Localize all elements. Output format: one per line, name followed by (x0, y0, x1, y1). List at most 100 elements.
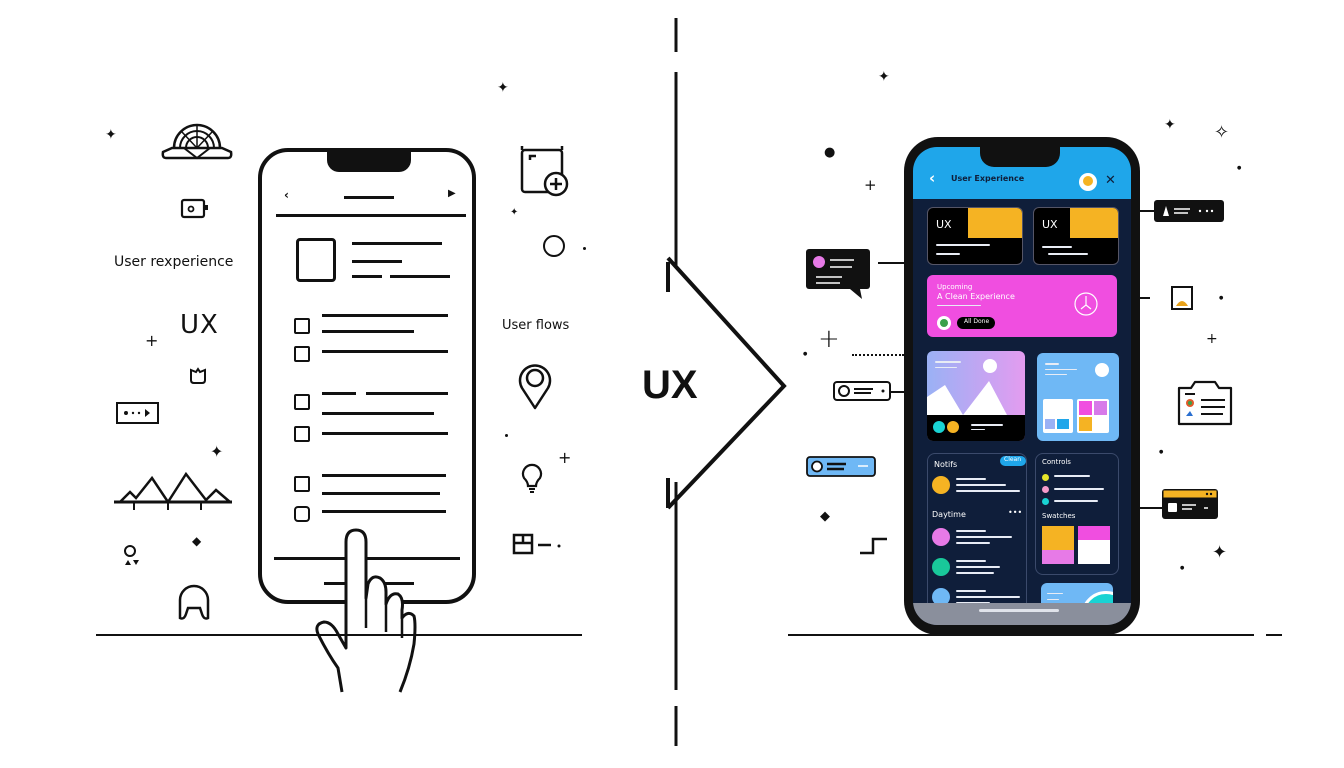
checkbox-checked[interactable] (294, 426, 310, 442)
calendar-add-icon (520, 146, 572, 198)
radar-dome-icon (160, 118, 234, 164)
section-badge[interactable]: Clean (1000, 456, 1026, 466)
location-pin-icon (518, 362, 552, 410)
sparkle-icon: ✦ (510, 207, 519, 218)
text-line (956, 572, 994, 574)
text-line (956, 566, 1000, 568)
tools-icon[interactable]: ✕ (1105, 173, 1116, 188)
text-line (322, 412, 434, 415)
section-title: Controls (1042, 458, 1071, 466)
gallery-card[interactable] (1037, 353, 1119, 441)
title-placeholder (344, 196, 394, 199)
card-label: UX (1042, 218, 1058, 231)
connector-line (891, 391, 905, 393)
banner-line1: Upcoming (937, 283, 973, 291)
text-line (322, 492, 440, 495)
controls-panel: Controls Swatches (1035, 453, 1119, 575)
promo-banner[interactable]: Upcoming A Clean Experience All Done (927, 275, 1117, 337)
list-avatar (932, 476, 950, 494)
badge (1095, 363, 1109, 377)
card-accent (1070, 208, 1118, 238)
checkbox-checked[interactable] (294, 394, 310, 410)
shield-icon (189, 367, 207, 385)
text-line (935, 361, 961, 363)
connector-line (1138, 507, 1162, 509)
text-line (956, 560, 986, 562)
text-line (956, 530, 986, 532)
pointing-hand-icon (314, 528, 418, 696)
sparkle-icon: + (558, 448, 572, 467)
sparkle-icon: ✦ (497, 80, 509, 96)
plus-icon: + (818, 324, 840, 354)
text-line (937, 305, 981, 306)
text-line (935, 367, 957, 368)
sparkle-icon: + (864, 176, 877, 194)
back-arrow-icon[interactable]: ‹ (284, 188, 289, 202)
text-line (956, 596, 1020, 598)
ground-line (788, 634, 1254, 636)
lightbulb-icon (521, 463, 543, 494)
checkbox-checked[interactable] (294, 476, 310, 492)
ground-line-segment (1266, 634, 1282, 636)
text-line (366, 392, 448, 395)
text-line (352, 275, 382, 278)
checkbox-unchecked[interactable] (294, 506, 310, 522)
list-avatar (932, 528, 950, 546)
card-accent (968, 208, 1022, 238)
blue-toggle-widget (806, 456, 878, 478)
home-indicator[interactable] (979, 609, 1059, 612)
phone-notch (327, 150, 411, 172)
image-placeholder (296, 238, 336, 282)
text-line (1045, 374, 1067, 375)
sparkle-icon: + (145, 331, 159, 350)
dot-icon: ● (1180, 565, 1185, 571)
text-line (1048, 253, 1088, 255)
dot-icon: ● (803, 351, 808, 357)
app-screen: ‹ User Experience ✕ UX UX Upcoming A Cle… (913, 147, 1131, 625)
header-title: User Experience (951, 174, 1025, 183)
forward-arrow-icon[interactable]: ▶ (448, 188, 456, 199)
back-chevron-icon[interactable]: ‹ (929, 169, 936, 187)
user-icon (122, 543, 144, 569)
banner-button[interactable]: All Done (957, 317, 995, 329)
text-line (322, 432, 448, 435)
ux-card-2[interactable]: UX (1033, 207, 1119, 265)
dot-icon: ● (1219, 295, 1224, 301)
sparkle-icon: ✦ (1212, 542, 1228, 563)
connector-line (878, 262, 904, 264)
ux-card-1[interactable]: UX (927, 207, 1023, 265)
text-line (936, 253, 960, 255)
card-label: UX (936, 218, 952, 231)
checkbox-checked[interactable] (294, 346, 310, 362)
text-line (936, 244, 990, 246)
notification-widget (1154, 200, 1226, 224)
phone-notch (980, 147, 1060, 167)
banner-line2: A Clean Experience (937, 292, 1015, 301)
notifications-list: Notifs Clean Daytime ••• (927, 453, 1027, 625)
sparkle-icon: ◆ (820, 509, 830, 524)
checkbox-checked[interactable] (294, 318, 310, 334)
dot-icon: ● (1159, 449, 1164, 455)
text-line (956, 478, 986, 480)
text-line (390, 275, 450, 278)
text-line (1045, 363, 1059, 365)
text-line (956, 484, 1006, 486)
sparkle-icon: ✦ (105, 127, 117, 143)
right-panel: ✦ ● + ✦ ✧ ● + ● + ● ● ◆ ✦ ● (700, 0, 1344, 768)
user-flows-label: User flows (502, 318, 570, 333)
sparkle-outline-icon: ✧ (1214, 122, 1230, 143)
text-line (956, 542, 990, 544)
sparkle-icon: ✦ (210, 442, 224, 461)
toggle-widget (833, 381, 891, 403)
image-frame-icon (1171, 286, 1193, 310)
home-bar (913, 603, 1131, 625)
dot-icon: ● (824, 145, 836, 160)
ux-label: UX (180, 310, 219, 340)
text-line (956, 536, 1012, 538)
avatar[interactable] (1079, 173, 1097, 191)
text-line (322, 510, 446, 513)
section-title: Notifs (934, 460, 958, 469)
media-card[interactable] (927, 351, 1025, 441)
text-line (322, 350, 448, 353)
dot (583, 247, 586, 250)
